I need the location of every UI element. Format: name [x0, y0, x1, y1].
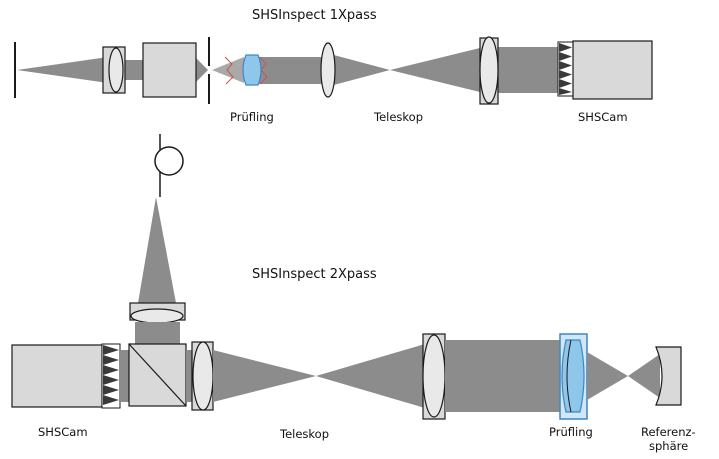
- label-referenz-line2: sphäre: [649, 439, 689, 453]
- title-2xpass: SHSInspect 2Xpass: [252, 267, 377, 282]
- panel-1xpass: [14, 36, 653, 105]
- beam-splitter-cube-icon: [128, 343, 187, 407]
- label-shscam-1x: SHSCam: [578, 110, 628, 124]
- beam-source-to-collimator: [17, 57, 108, 83]
- point-source-icon: [154, 134, 184, 197]
- label-pruefling-1x: Prüfling: [230, 110, 274, 124]
- beam-telescope-converge-1: [330, 54, 390, 86]
- reference-sphere-icon: [655, 346, 682, 406]
- shs-camera-2x: [11, 344, 103, 408]
- beam-vertical-collimated: [135, 322, 180, 344]
- beam-through-testpiece-1: [250, 57, 324, 84]
- telescope-lens-large-1x: [479, 36, 499, 104]
- beam-camera-to-cube: [120, 350, 129, 402]
- relay-lens-top: [130, 308, 184, 324]
- title-1xpass: SHSInspect 1Xpass: [252, 8, 377, 23]
- beam-telescope-diverge-2x: [316, 344, 425, 408]
- beam-vertical-cone: [138, 197, 176, 303]
- beam-from-focus-1: [212, 57, 244, 83]
- beam-telescope-diverge-1: [390, 47, 484, 93]
- beam-to-focus-1: [196, 58, 208, 82]
- telescope-lens-small-2x: [192, 341, 214, 411]
- label-referenz-line1: Referenz-: [641, 425, 696, 439]
- shs-camera-1x: [572, 40, 653, 100]
- label-pruefling-2x: Prüfling: [549, 425, 593, 439]
- label-shscam-2x: SHSCam: [38, 425, 88, 439]
- beam-to-focus-2x: [587, 352, 628, 400]
- label-teleskop-2x: Teleskop: [280, 427, 329, 441]
- beam-to-testpiece-2x: [445, 340, 562, 412]
- collimator-lens-1x: [108, 47, 124, 93]
- panel-2xpass: [11, 134, 682, 420]
- label-teleskop-1x: Teleskop: [374, 110, 423, 124]
- label-referenzsphaere-2x: Referenz- sphäre: [641, 425, 696, 453]
- telescope-lens-large-2x: [422, 334, 446, 418]
- telescope-lens-small-1x: [320, 42, 336, 98]
- test-lens-1x: [224, 54, 268, 86]
- beam-cube-to-lens: [186, 350, 194, 402]
- beam-to-camera-1: [496, 47, 560, 93]
- beam-telescope-converge-2x: [213, 350, 316, 402]
- test-lens-2x: [559, 333, 588, 420]
- light-source-box-1x: [142, 42, 197, 98]
- beam-to-reference-2x: [628, 354, 660, 398]
- microlens-array-icon: [101, 343, 121, 409]
- microlens-array-icon: [557, 41, 574, 97]
